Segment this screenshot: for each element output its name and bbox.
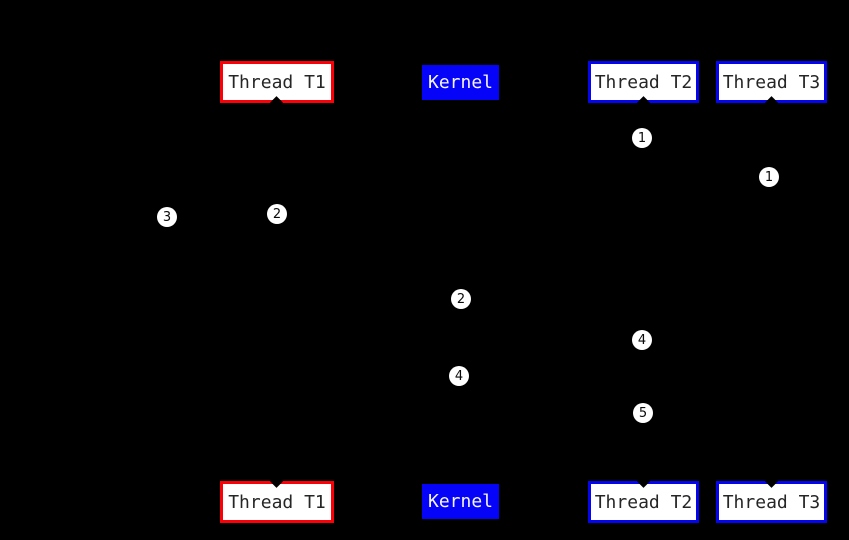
event-marker-number: 1 bbox=[637, 130, 647, 146]
event-marker: 4 bbox=[449, 366, 469, 386]
event-marker: 4 bbox=[632, 330, 652, 350]
event-marker: 2 bbox=[451, 289, 471, 309]
lifeline-foot-thread-t3-bottom: Thread T3 bbox=[716, 481, 827, 523]
lifeline-label: Thread T1 bbox=[228, 491, 326, 513]
lifeline-label: Kernel bbox=[427, 491, 494, 512]
event-marker-number: 2 bbox=[456, 291, 466, 307]
lifeline-head-thread-t1-top: Thread T1 bbox=[220, 61, 334, 103]
lifeline-label: Thread T2 bbox=[594, 71, 693, 93]
lifeline-foot-kernel-bottom: Kernel bbox=[422, 484, 499, 519]
lifeline-foot-thread-t2-bottom: Thread T2 bbox=[588, 481, 699, 523]
event-marker: 3 bbox=[157, 207, 177, 227]
lifeline-label: Thread T3 bbox=[722, 71, 821, 93]
event-marker-number: 5 bbox=[638, 405, 648, 421]
event-marker-number: 4 bbox=[637, 332, 647, 348]
event-marker-number: 4 bbox=[454, 368, 464, 384]
lifeline-label: Thread T1 bbox=[228, 71, 326, 93]
lifeline-label: Thread T3 bbox=[722, 491, 821, 513]
lifeline-label: Thread T2 bbox=[594, 491, 693, 513]
lifeline-head-thread-t3-top: Thread T3 bbox=[716, 61, 827, 103]
event-marker: 1 bbox=[632, 128, 652, 148]
event-marker-number: 3 bbox=[162, 209, 172, 225]
event-marker-number: 1 bbox=[764, 169, 774, 185]
event-marker-number: 2 bbox=[272, 206, 282, 222]
lifeline-label: Kernel bbox=[427, 72, 494, 93]
event-marker: 2 bbox=[267, 204, 287, 224]
event-marker: 1 bbox=[759, 167, 779, 187]
event-marker: 5 bbox=[633, 403, 653, 423]
lifeline-head-kernel-top: Kernel bbox=[422, 65, 499, 100]
